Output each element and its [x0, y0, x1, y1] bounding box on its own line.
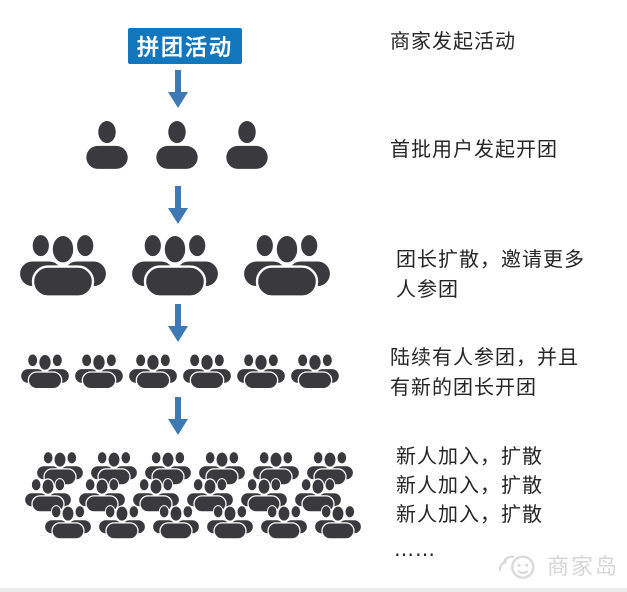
group-buy-activity-node: 拼团活动: [128, 28, 242, 64]
arrow-down-icon: [165, 304, 191, 342]
group-icon: [44, 501, 92, 541]
group-icon: [242, 226, 332, 300]
first-users-icons: [84, 118, 270, 170]
group-icon: [98, 501, 146, 541]
watermark-text: 商家岛: [547, 555, 620, 580]
group-icon: [198, 447, 246, 487]
group-icon: [24, 474, 72, 514]
joining-groups-icons: [20, 349, 340, 391]
group-icon: [128, 349, 178, 391]
group-icon: [290, 349, 340, 391]
step-label-newcomers: 新人加入，扩散 新人加入，扩散 新人加入，扩散: [396, 444, 543, 526]
person-icon: [154, 118, 200, 170]
group-icon: [152, 501, 200, 541]
group-icon: [130, 226, 220, 300]
group-icon: [18, 226, 108, 300]
group-icon: [236, 349, 286, 391]
person-icon: [84, 118, 130, 170]
group-icon: [78, 474, 126, 514]
arrow-down-icon: [165, 397, 191, 435]
person-icon: [224, 118, 270, 170]
group-icon: [20, 349, 70, 391]
image-bottom-edge: [0, 588, 627, 592]
arrow-down-icon: [165, 70, 191, 108]
step-label-first-users: 首批用户发起开团: [390, 137, 558, 161]
leader-groups-icons: [18, 226, 332, 300]
step-label-continuous-join: 陆续有人参团，并且 有新的团长开团: [390, 345, 579, 399]
group-icon: [314, 501, 362, 541]
group-icon: [182, 349, 232, 391]
step-label-leader-spread: 团长扩散，邀请更多 人参团: [396, 247, 585, 301]
newcomer-groups-row: [24, 474, 342, 514]
step-label-merchant: 商家发起活动: [390, 29, 516, 53]
group-icon: [74, 349, 124, 391]
mascot-icon: [497, 549, 541, 581]
arrow-down-icon: [165, 186, 191, 224]
newcomer-groups-row: [44, 501, 362, 541]
watermark: 商家岛: [497, 549, 619, 581]
ellipsis-label: ……: [394, 537, 436, 561]
group-icon: [206, 501, 254, 541]
group-icon: [260, 501, 308, 541]
